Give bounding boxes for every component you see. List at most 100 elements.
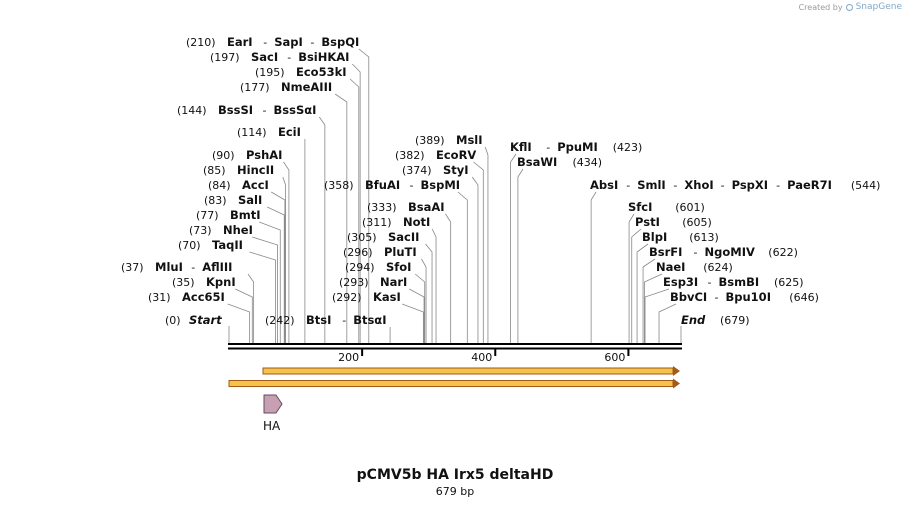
site-row[interactable]: Esp3I-BsmBI(625) [663, 275, 804, 289]
orf-arrow-2[interactable] [228, 378, 680, 389]
enzyme-name: EarI [227, 35, 253, 49]
site-connector [658, 303, 677, 343]
site-row[interactable]: (389)MslI [415, 133, 483, 147]
enzyme-name: AflIII [202, 260, 232, 274]
site-row[interactable]: (305)SacII [347, 230, 419, 244]
site-row[interactable]: (90)PshAI [212, 148, 282, 162]
enzyme-name: TaqII [212, 238, 243, 252]
site-row[interactable]: (84)AccI [208, 178, 269, 192]
enzyme-name: SfoI [386, 260, 411, 274]
site-row[interactable]: BsrFI-NgoMIV(622) [649, 245, 798, 259]
enzyme-name: KasI [373, 290, 401, 304]
axis-tick-label: 400 [471, 351, 492, 364]
enzyme-name: NgoMIV [705, 245, 755, 259]
enzyme-name: BssSαI [274, 103, 317, 117]
site-row[interactable]: AbsI-SmlI-XhoI-PspXI-PaeR7I(544) [590, 178, 880, 192]
enzyme-name: BtsαI [353, 313, 386, 327]
site-separator: - [715, 291, 719, 304]
site-separator: - [263, 36, 267, 49]
enzyme-name: BmtI [230, 208, 261, 222]
enzyme-name: Bpu10I [726, 290, 771, 304]
site-position: (389) [415, 134, 445, 147]
enzyme-name: BbvCI [670, 290, 707, 304]
site-connector [628, 213, 635, 343]
site-row[interactable]: (374)StyI [402, 163, 469, 177]
site-row[interactable]: (31)Acc65I [148, 290, 225, 304]
site-position: (70) [178, 239, 201, 252]
enzyme-name: MluI [155, 260, 183, 274]
orf-arrow-1[interactable] [262, 366, 680, 376]
site-position: (144) [177, 104, 207, 117]
site-row[interactable]: (382)EcoRV [395, 148, 476, 162]
site-position: (333) [367, 201, 397, 214]
site-row[interactable]: NaeI(624) [656, 260, 733, 274]
site-row[interactable]: (242)BtsI-BtsαI [265, 313, 386, 327]
site-row[interactable]: (210)EarI-SapI-BspQI [186, 35, 359, 49]
enzyme-name: AccI [242, 178, 269, 192]
site-row[interactable]: (296)PluTI [343, 245, 417, 259]
site-connector [431, 228, 437, 343]
site-labels: (210)EarI-SapI-BspQI(197)SacI-BsiHKAI(19… [121, 35, 880, 327]
site-connector [252, 236, 278, 343]
site-row[interactable]: (73)NheI [189, 223, 253, 237]
site-position: (37) [121, 261, 144, 274]
site-separator: - [721, 179, 725, 192]
site-position: (35) [172, 276, 195, 289]
site-position: (90) [212, 149, 235, 162]
site-row[interactable]: KflI-PpuMI(423) [510, 140, 642, 154]
site-row[interactable]: (333)BsaAI [367, 200, 445, 214]
enzyme-name: Acc65I [182, 290, 225, 304]
enzyme-name: SapI [274, 35, 303, 49]
site-row[interactable]: (177)NmeAIII [240, 80, 332, 94]
site-position: (77) [196, 209, 219, 222]
site-row[interactable]: (35) KpnI [172, 275, 236, 289]
site-row[interactable]: (70) TaqII [178, 238, 243, 252]
site-row[interactable]: SfcI(601) [628, 200, 705, 214]
enzyme-name: NmeAIII [281, 80, 332, 94]
site-row[interactable]: BbvCI-Bpu10I(646) [670, 290, 819, 304]
enzyme-name: BspMI [421, 178, 461, 192]
enzyme-name: BtsI [306, 313, 331, 327]
site-row[interactable]: (195)Eco53kI [255, 65, 347, 79]
site-row[interactable]: (83)SalI [204, 193, 262, 207]
site-row[interactable]: (292)KasI [332, 290, 401, 304]
site-connector [235, 288, 253, 343]
feature-ha[interactable] [263, 394, 283, 414]
enzyme-name: KpnI [206, 275, 236, 289]
site-position: (423) [613, 141, 643, 154]
enzyme-name: NheI [223, 223, 253, 237]
site-row[interactable]: (85)HincII [203, 163, 274, 177]
credit-brand: SnapGene [855, 2, 902, 12]
snapgene-logo-icon [845, 3, 853, 11]
site-connector [352, 63, 361, 343]
enzyme-name: SalI [238, 193, 262, 207]
site-row[interactable]: (293)NarI [339, 275, 407, 289]
site-position: (311) [362, 216, 392, 229]
enzyme-name: PstI [635, 215, 660, 229]
site-separator: - [263, 104, 267, 117]
site-connector [425, 243, 433, 343]
site-position: (296) [343, 246, 373, 259]
site-position: (374) [402, 164, 432, 177]
site-row[interactable]: PstI(605) [635, 215, 712, 229]
enzyme-name: Eco53kI [296, 65, 347, 79]
site-row[interactable]: (114)EciI [237, 125, 301, 139]
enzyme-name: BsrFI [649, 245, 682, 259]
site-row[interactable]: (294)SfoI [345, 260, 411, 274]
enzyme-name: BsiHKAI [298, 50, 349, 64]
site-row[interactable]: (197)SacI-BsiHKAI [210, 50, 349, 64]
site-connector [644, 288, 670, 343]
enzyme-name: SmlI [637, 178, 666, 192]
site-connector [259, 221, 281, 343]
site-row[interactable]: (358)BfuAI-BspMI [324, 178, 460, 192]
site-row[interactable]: (77) BmtI [196, 208, 261, 222]
site-row[interactable]: BlpI(613) [642, 230, 719, 244]
site-connector [249, 251, 276, 343]
site-row[interactable]: (144)BssSI-BssSαI [177, 103, 316, 117]
site-row[interactable]: BsaWI(434) [517, 155, 602, 169]
site-connector [642, 258, 656, 343]
site-row[interactable]: (37)MluI-AflIII [121, 260, 232, 274]
site-row[interactable]: (311)NotI [362, 215, 430, 229]
enzyme-name: Esp3I [663, 275, 698, 289]
